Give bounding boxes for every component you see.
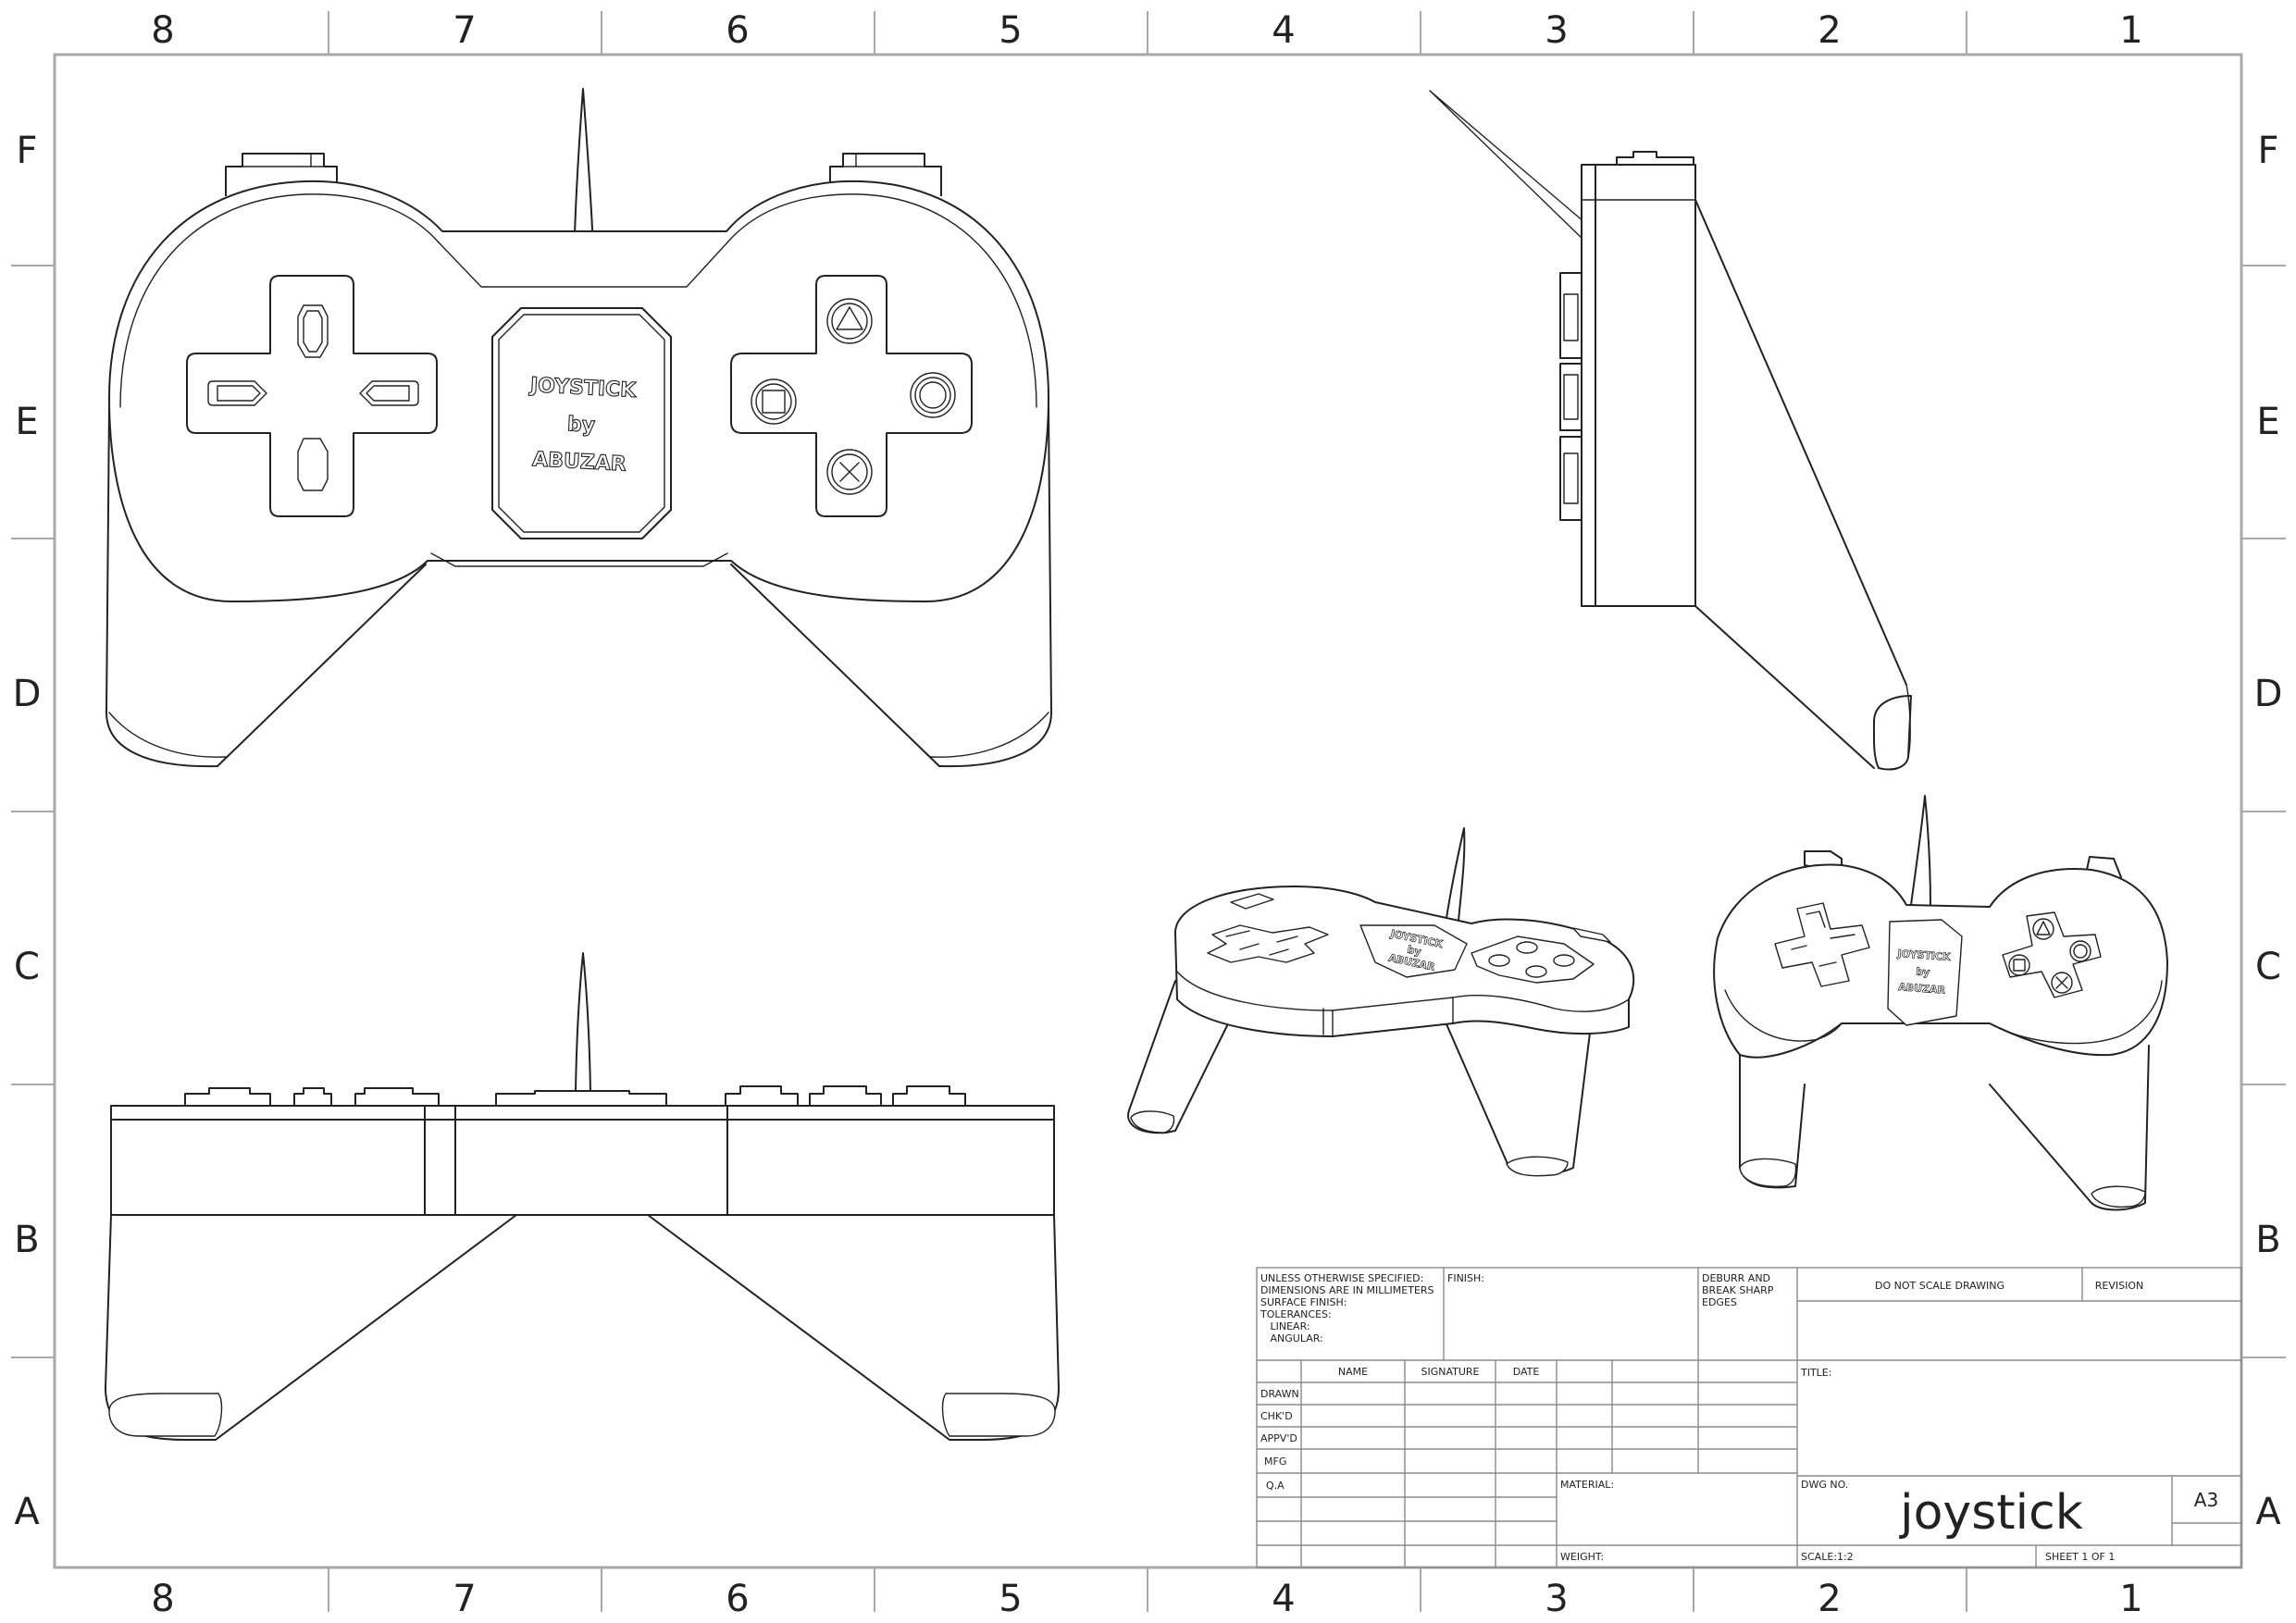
row-label-left: C [14,946,40,988]
col-date: DATE [1513,1366,1540,1378]
row-label-left: D [13,673,42,715]
col-signature: SIGNATURE [1421,1366,1479,1378]
side-view [1429,90,1912,771]
col-label-bottom: 1 [2119,1578,2142,1620]
row-label-right: C [2255,946,2281,988]
revision-label: REVISION [2095,1280,2143,1292]
sheet-size: A3 [2194,1489,2218,1511]
col-label-top: 7 [453,9,476,52]
spec-line: TOLERANCES: [1260,1308,1332,1320]
col-label-top: 1 [2119,9,2142,52]
sheet-frame: 8 7 6 5 4 3 2 1 8 7 6 5 4 3 2 1 F E D C … [11,9,2286,1620]
col-name: NAME [1338,1366,1368,1378]
right-grip [730,406,1052,768]
logo-text-line3: ABUZAR [532,448,627,476]
action-pad [730,275,973,517]
col-label-top: 3 [1545,9,1568,52]
iso-right-logo-3: ABUZAR [1898,981,1946,997]
row-label-left: F [16,130,37,172]
side-body [1581,164,1696,607]
row-approved: APPV'D [1260,1432,1297,1444]
circle-button [910,372,956,418]
row-label-right: A [2255,1491,2281,1533]
spec-line: UNLESS OTHERWISE SPECIFIED: [1260,1272,1423,1284]
triangle-button [826,298,873,344]
row-checked: CHK'D [1260,1410,1293,1422]
circle-icon [919,381,947,409]
material-label: MATERIAL: [1560,1479,1614,1491]
dpad-down-icon [297,438,329,491]
dpad-base [186,275,438,517]
spec-line: DIMENSIONS ARE IN MILLIMETERS [1260,1284,1434,1296]
col-label-bottom: 4 [1272,1578,1295,1620]
col-label-bottom: 6 [726,1578,749,1620]
antenna [573,88,595,271]
iso-view-right: JOYSTICK by ABUZAR [1713,795,2168,1211]
cross-icon [839,462,860,482]
deburr-line: BREAK SHARP [1702,1284,1774,1296]
iso-left-logo-2: by [1406,944,1421,959]
left-grip [105,406,427,768]
row-label-right: F [2257,130,2278,172]
row-drawn: DRAWN [1260,1388,1299,1400]
no-scale-note: DO NOT SCALE DRAWING [1875,1280,2004,1292]
side-antenna [1429,90,1585,242]
row-label-left: B [14,1219,39,1261]
row-label-right: E [2256,401,2279,443]
row-label-left: E [15,401,38,443]
spec-line: ANGULAR: [1260,1332,1323,1344]
bottom-view [105,952,1060,1441]
col-label-bottom: 7 [453,1578,476,1620]
title-label: TITLE: [1800,1367,1831,1379]
sheet-count: SHEET 1 OF 1 [2045,1551,2115,1563]
logo-text-line2: by [566,413,595,438]
scale-label: SCALE:1:2 [1801,1551,1854,1563]
row-label-left: A [14,1491,40,1533]
col-label-top: 8 [151,9,174,52]
row-mfg: MFG [1264,1456,1286,1468]
square-button [751,378,797,425]
front-view: JOYSTICK by ABUZAR [105,88,1052,768]
col-label-top: 2 [1818,9,1841,52]
triangle-icon [836,306,863,330]
center-plate [491,307,672,539]
deburr-line: DEBURR AND [1702,1272,1770,1284]
col-label-bottom: 2 [1818,1578,1841,1620]
title-block: UNLESS OTHERWISE SPECIFIED: DIMENSIONS A… [1256,1267,2242,1568]
spec-line: SURFACE FINISH: [1260,1296,1347,1308]
row-qa: Q.A [1266,1480,1285,1492]
row-label-right: B [2255,1219,2280,1261]
dwg-no-value: joystick [1899,1485,2083,1541]
col-label-bottom: 5 [999,1578,1022,1620]
deburr-line: EDGES [1702,1296,1737,1308]
col-label-bottom: 8 [151,1578,174,1620]
col-label-bottom: 3 [1545,1578,1568,1620]
finish-label: FINISH: [1447,1272,1484,1284]
spec-line: LINEAR: [1260,1320,1310,1332]
iso-right-logo-1: JOYSTICK [1896,948,1951,963]
square-icon [762,390,786,414]
row-label-right: D [2254,673,2283,715]
dwg-no-label: DWG NO. [1801,1479,1848,1491]
bottom-body [110,1105,1055,1216]
iso-right-logo-2: by [1916,965,1930,978]
iso-view-left: JOYSTICK by ABUZAR [1127,827,1635,1177]
zone-ticks [11,11,2286,1612]
col-label-top: 4 [1272,9,1295,52]
col-label-top: 6 [726,9,749,52]
weight-label: WEIGHT: [1560,1551,1604,1563]
col-label-top: 5 [999,9,1022,52]
